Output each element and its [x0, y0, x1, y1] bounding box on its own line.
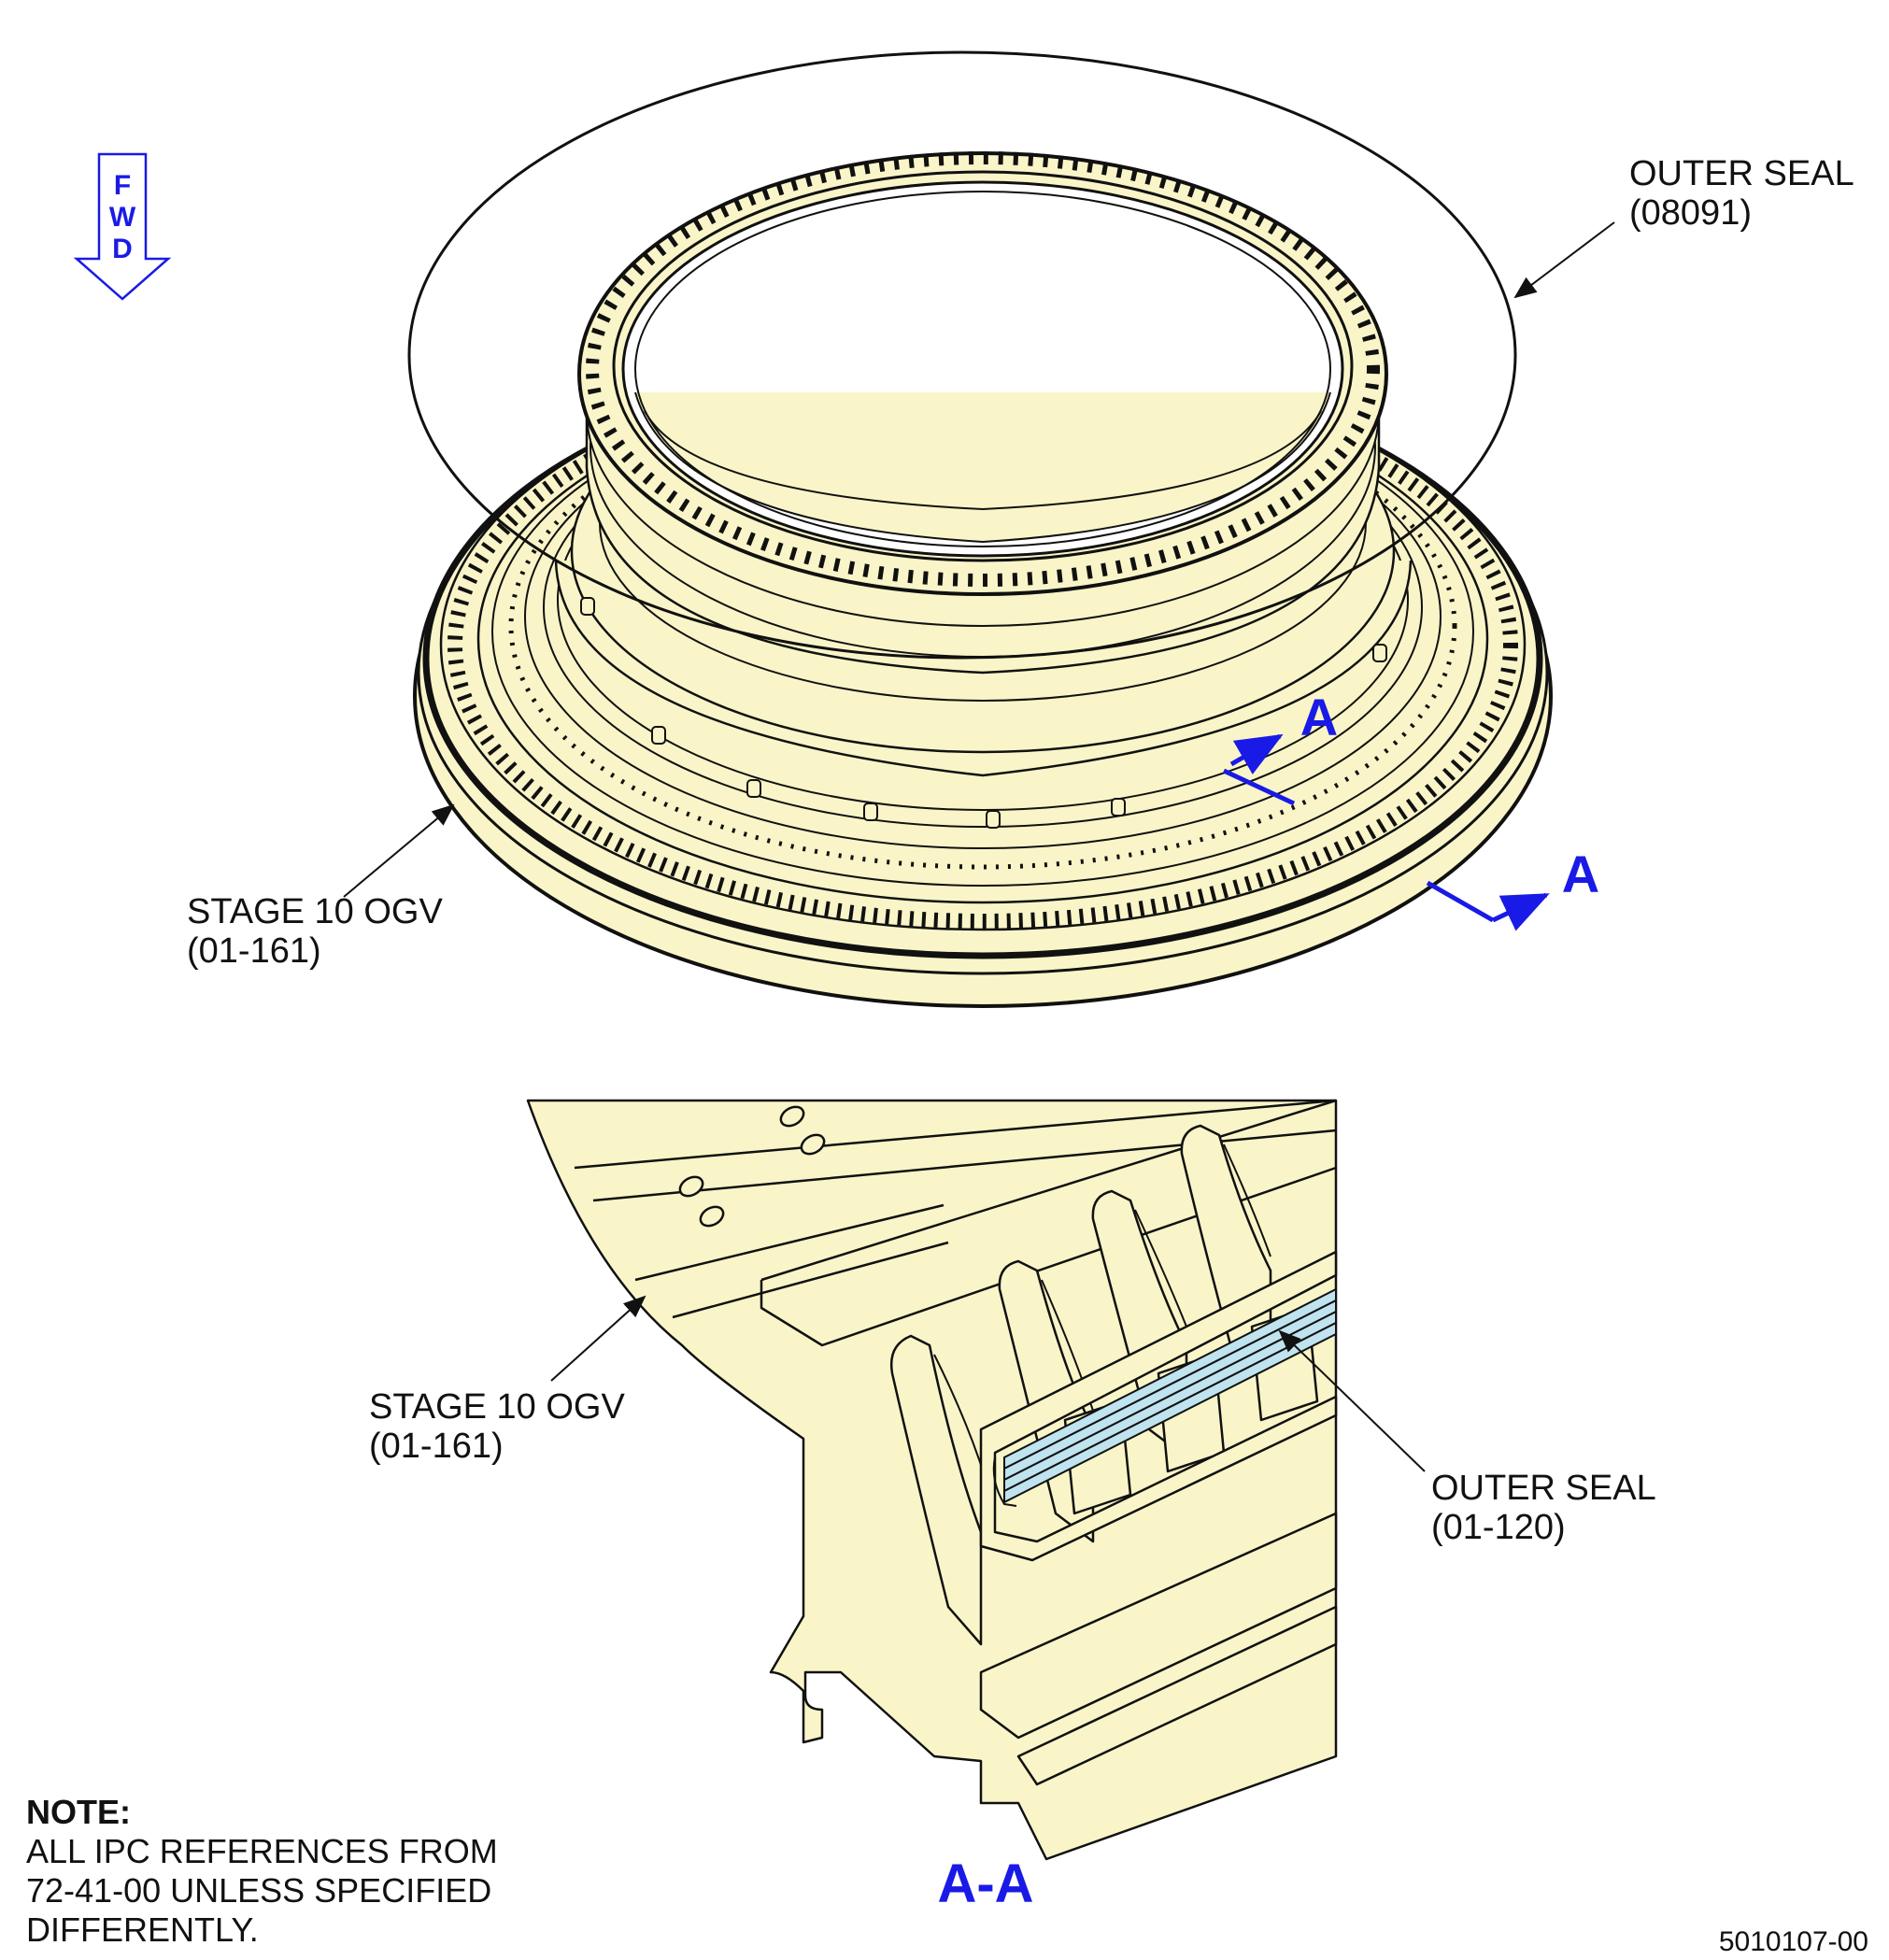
- callout-outer-seal-top-name: OUTER SEAL: [1629, 154, 1854, 193]
- fwd-letter-f: F: [114, 170, 131, 201]
- figure-number: 5010107-00: [1719, 1926, 1868, 1957]
- section-label-lower: A: [1562, 845, 1599, 903]
- section-view-title: A-A: [937, 1853, 1033, 1914]
- section-line-upper: [1222, 733, 1296, 806]
- section-label-upper: A: [1300, 688, 1338, 746]
- callout-ogv-section-ref: (01-161): [369, 1427, 504, 1466]
- outer-seal-section-strips: [992, 1287, 1337, 1507]
- callout-ogv-top-name: STAGE 10 OGV: [187, 892, 443, 931]
- note-line-1: ALL IPC REFERENCES FROM: [26, 1832, 498, 1870]
- fwd-letter-d: D: [112, 234, 133, 264]
- callout-outer-seal-section-name: OUTER SEAL: [1431, 1469, 1656, 1508]
- section-line-lower: [1426, 880, 1550, 931]
- callout-ogv-top-ref: (01-161): [187, 931, 321, 971]
- note-title: NOTE:: [26, 1793, 131, 1831]
- outer-seal-ring-illustration: [407, 50, 1517, 660]
- callout-ogv-section-name: STAGE 10 OGV: [369, 1387, 625, 1427]
- fwd-letter-w: W: [109, 202, 136, 233]
- fwd-arrow-icon: F W D: [73, 152, 172, 301]
- note-line-3: DIFFERENTLY.: [26, 1910, 259, 1949]
- note-line-2: 72-41-00 UNLESS SPECIFIED: [26, 1871, 491, 1910]
- leader-ogv-section: [550, 1295, 646, 1382]
- leader-ogv-top: [343, 803, 455, 898]
- leader-outer-seal-section: [1278, 1329, 1426, 1472]
- leader-outer-seal-top: [1513, 221, 1615, 299]
- section-a-a-illustration: [526, 1099, 1338, 1861]
- callout-outer-seal-section-ref: (01-120): [1431, 1508, 1566, 1547]
- stage-10-ogv-assembly-illustration: [413, 151, 1553, 1008]
- callout-outer-seal-top-ref: (08091): [1629, 193, 1752, 233]
